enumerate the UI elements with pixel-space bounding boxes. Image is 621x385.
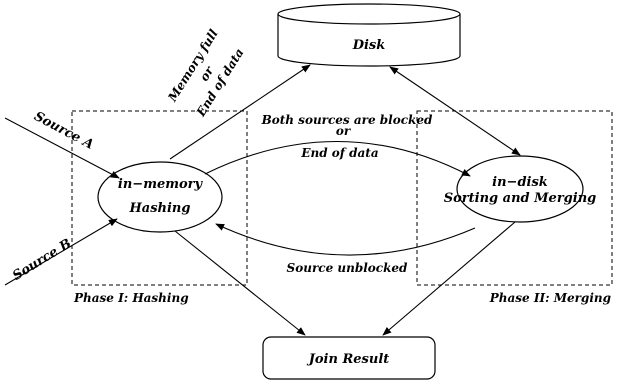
in-disk-sorting-node: in−disk Sorting and Merging: [444, 155, 597, 223]
arrow-hash-to-join: [174, 230, 306, 336]
blocked-line2: or: [336, 124, 352, 138]
arrow-disk-sort-bidirectional: [389, 66, 521, 156]
disk-node-line1: in−disk: [492, 175, 548, 190]
arrow-hash-to-sort: [204, 141, 471, 177]
source-b-label: Source B: [10, 236, 74, 284]
disk-label: Disk: [352, 38, 386, 53]
disk-cylinder: Disk: [277, 3, 461, 67]
disk-node-line2: Sorting and Merging: [444, 191, 597, 206]
phase1-box: [71, 110, 248, 286]
join-result-label: Join Result: [306, 352, 390, 367]
hash-node-line2: Hashing: [129, 201, 191, 216]
memory-full-label: Memory full or End of data: [165, 27, 247, 120]
arrow-sort-to-hash: [215, 223, 476, 256]
in-memory-hashing-node: in−memory Hashing: [97, 161, 223, 233]
blocked-line1: Both sources are blocked: [261, 113, 433, 127]
join-result-box: Join Result: [262, 336, 436, 380]
arrow-hash-to-disk: [169, 64, 311, 160]
source-unblocked-label: Source unblocked: [287, 261, 408, 275]
phase2-box: [416, 110, 613, 286]
arrow-source-a: [4, 117, 120, 179]
arrow-source-b: [4, 218, 118, 286]
phase1-label: Phase I: Hashing: [73, 291, 189, 305]
source-a-label: Source A: [31, 109, 96, 153]
hash-node-line1: in−memory: [118, 177, 204, 192]
phase2-label: Phase II: Merging: [489, 291, 611, 305]
arrow-sort-to-join: [382, 221, 516, 336]
blocked-line3: End of data: [300, 146, 378, 160]
